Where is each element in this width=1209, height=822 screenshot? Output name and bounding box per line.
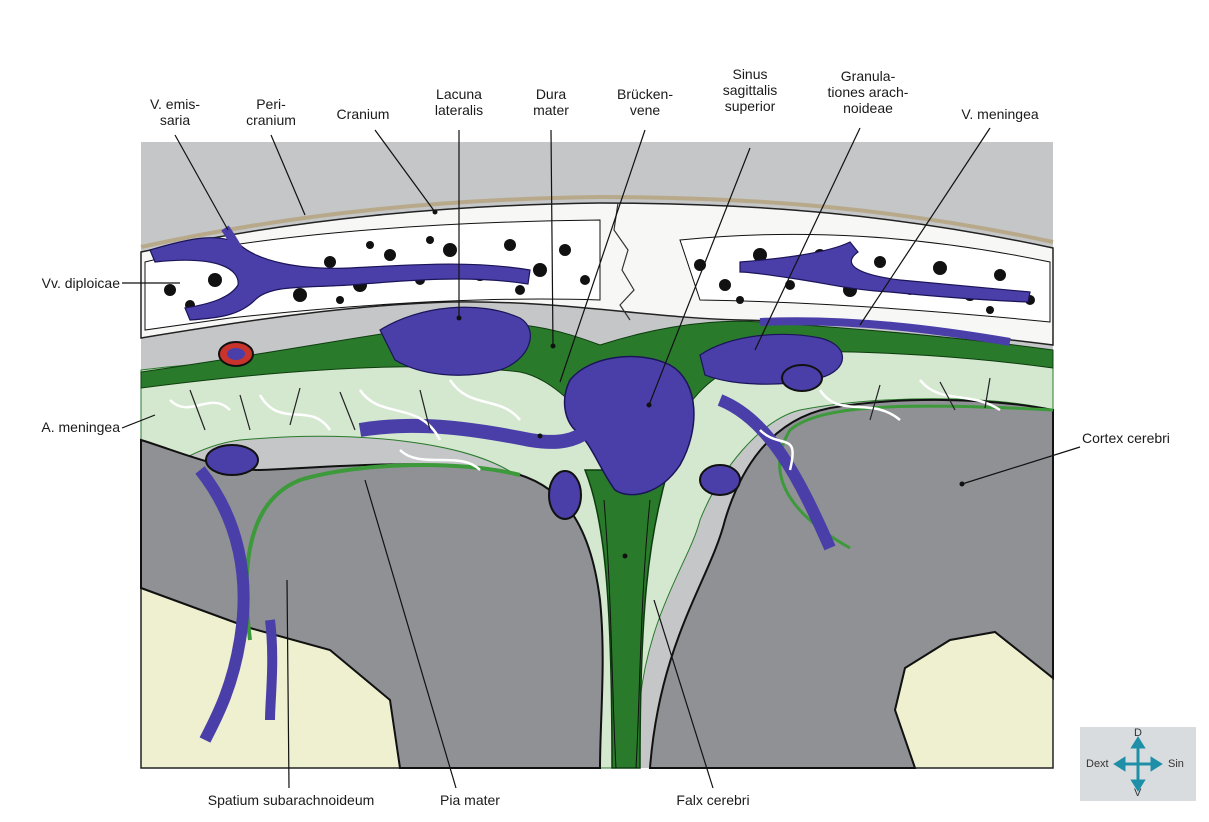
label-cranium: Cranium	[337, 106, 390, 122]
label-brueckenvene: Brücken- vene	[617, 86, 673, 118]
label-pia-mater: Pia mater	[440, 792, 500, 808]
label-falx-cerebri: Falx cerebri	[676, 792, 749, 808]
compass-left-label: Dext	[1086, 758, 1109, 770]
orientation-compass: D V Dext Sin	[1080, 727, 1196, 801]
compass-right-label: Sin	[1168, 758, 1184, 770]
label-a-meningea: A. meningea	[16, 419, 120, 435]
compass-top-label: D	[1134, 727, 1142, 739]
vein-section-3	[700, 465, 740, 495]
label-cortex-cerebri: Cortex cerebri	[1082, 430, 1170, 446]
vein-section-1	[206, 445, 258, 475]
label-spatium-subarachnoideum: Spatium subarachnoideum	[208, 792, 375, 808]
label-vv-diploicae: Vv. diploicae	[16, 275, 120, 291]
compass-bottom-label: V	[1134, 787, 1141, 799]
cortical-vein-left-2	[270, 620, 272, 720]
vein-section-2	[549, 471, 581, 519]
vein-section-4	[782, 365, 822, 391]
label-dura-mater: Dura mater	[533, 86, 569, 118]
label-v-meningea: V. meningea	[961, 106, 1038, 122]
label-granulationes-arachnoideae: Granula- tiones arach- noideae	[828, 68, 909, 116]
label-pericranium: Peri- cranium	[246, 96, 296, 128]
arteria-meningea-lumen	[227, 348, 245, 360]
label-sinus-sagittalis-superior: Sinus sagittalis superior	[723, 66, 777, 114]
label-lacuna-lateralis: Lacuna lateralis	[435, 86, 483, 118]
label-v-emissaria: V. emis- saria	[150, 96, 200, 128]
